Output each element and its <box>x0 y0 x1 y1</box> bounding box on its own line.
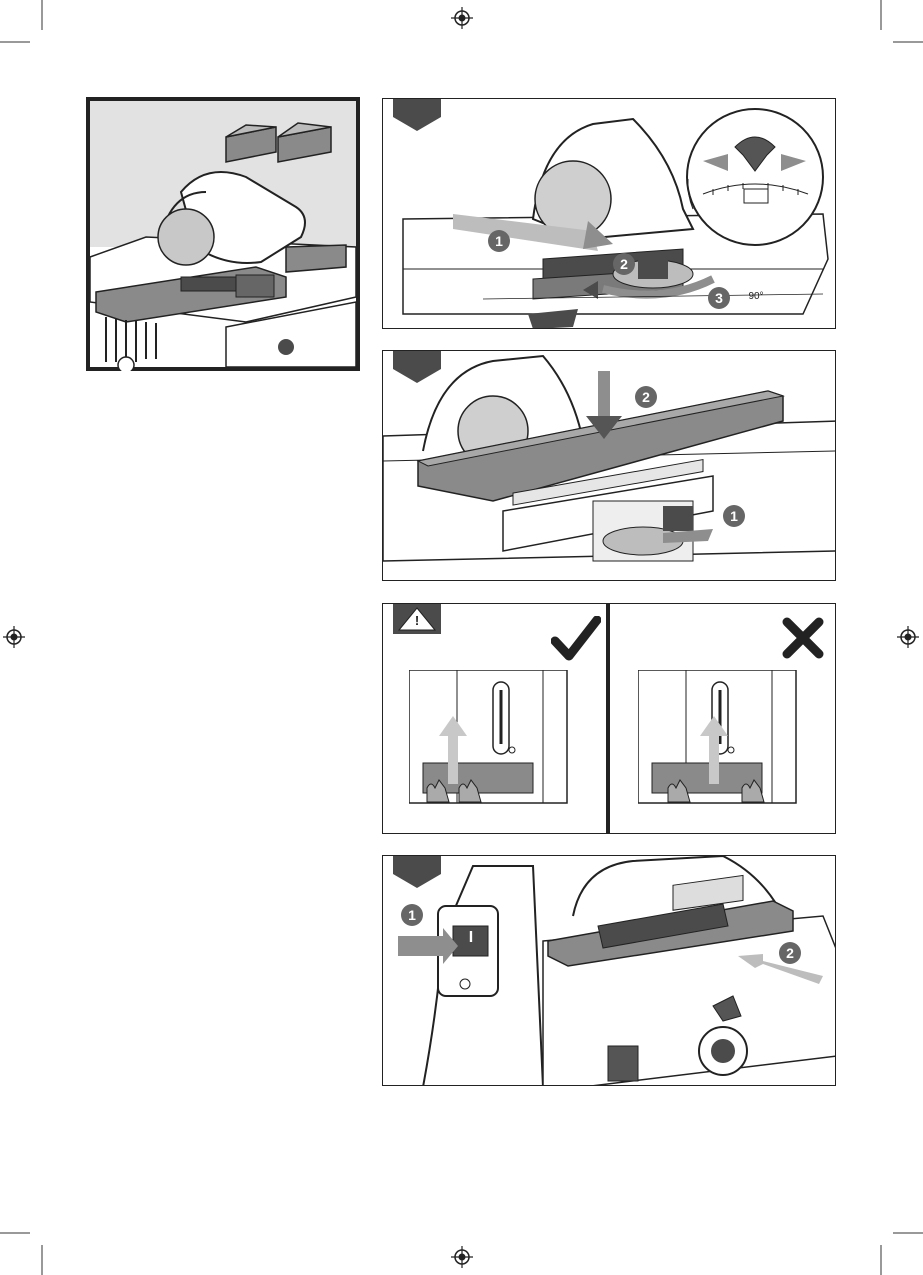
warning-triangle-icon: ! <box>393 604 441 634</box>
divider <box>606 604 610 834</box>
correct-hand-position <box>409 670 569 805</box>
step-tab <box>393 351 441 383</box>
callout-1: 1 <box>488 230 510 252</box>
panel-a-illustration <box>383 99 836 329</box>
panel-switch-on-and-feed: 1 2 I <box>382 855 836 1086</box>
overview-illustration <box>86 97 360 371</box>
callout-2: 2 <box>613 253 635 275</box>
panel-d-illustration <box>383 856 836 1086</box>
panel-place-workpiece: 2 1 <box>382 350 836 581</box>
callout-2: 2 <box>635 386 657 408</box>
crosshair-registration-icon <box>896 625 920 649</box>
incorrect-hand-position <box>638 670 798 805</box>
callout-3: 3 <box>708 287 730 309</box>
switch-symbol: I <box>467 929 475 947</box>
crosshair-registration-icon <box>2 625 26 649</box>
callout-1: 1 <box>401 904 423 926</box>
cross-mark-icon <box>781 616 825 660</box>
angle-readout: 90° <box>744 291 768 302</box>
crosshair-registration-icon <box>450 1245 474 1269</box>
checkmark-icon <box>551 616 601 661</box>
step-tab <box>393 99 441 131</box>
crosshair-registration-icon <box>450 6 474 30</box>
callout-2: 2 <box>779 942 801 964</box>
detail-zoom-circle <box>687 109 823 245</box>
panel-hand-position-warning: ! <box>382 603 836 834</box>
warning-symbol: ! <box>413 613 421 628</box>
callout-1: 1 <box>723 505 745 527</box>
step-tab <box>393 856 441 888</box>
panel-adjust-mitre-angle: 1 2 3 90° <box>382 98 836 329</box>
panel-b-illustration <box>383 351 836 581</box>
